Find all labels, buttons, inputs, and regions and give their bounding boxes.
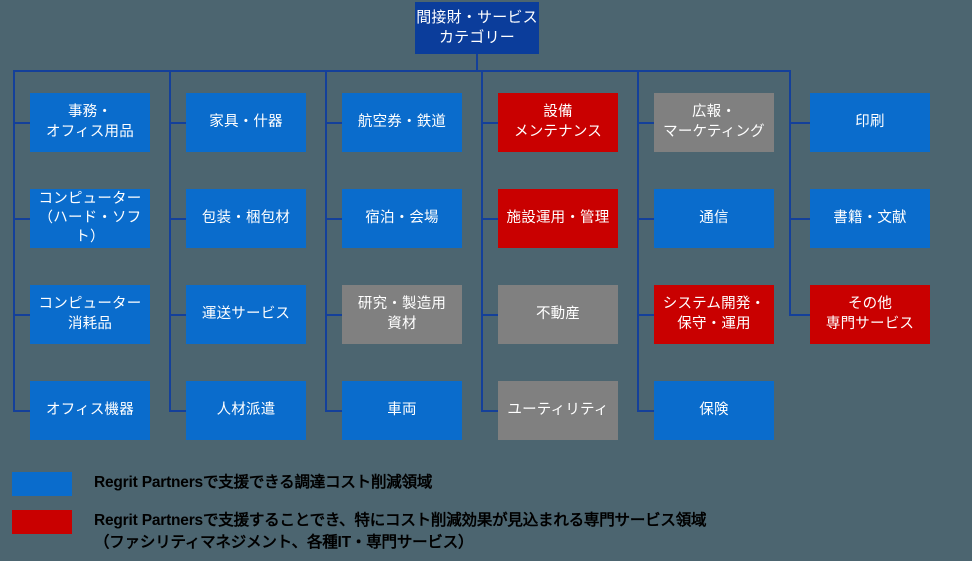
connector-stub-c4-r2 [481,217,498,220]
connector-stub-c6-r3 [789,313,810,316]
category-node-c2-r4: 人材派遣 [186,381,306,440]
category-node-c1-r1: 事務・ オフィス用品 [30,93,150,152]
connector-stub-c5-r3 [637,313,654,316]
legend-swatch-blue [12,472,72,496]
connector-column-5 [637,70,639,411]
category-node-c6-r2: 書籍・文献 [810,189,930,248]
category-node-c5-r2: 通信 [654,189,774,248]
connector-stub-c6-r1 [789,121,810,124]
connector-stub-c3-r1 [325,121,342,124]
category-node-c2-r1: 家具・什器 [186,93,306,152]
connector-stub-c2-r2 [169,217,186,220]
connector-stub-c4-r4 [481,409,498,412]
legend-label-2: Regrit Partnersで支援することでき、特にコスト削減効果が見込まれる… [94,512,707,551]
legend-label-1: Regrit Partnersで支援できる調達コスト削減領域 [94,474,433,491]
connector-stub-c3-r4 [325,409,342,412]
category-node-c5-r1: 広報・ マーケティング [654,93,774,152]
root-node: 間接財・サービス カテゴリー [415,2,539,54]
category-node-c6-r1: 印刷 [810,93,930,152]
connector-stub-c5-r2 [637,217,654,220]
connector-column-6 [789,70,791,315]
category-node-c1-r4: オフィス機器 [30,381,150,440]
connector-root-stem [476,54,478,72]
connector-bus [13,70,791,72]
category-node-c4-r2: 施設運用・管理 [498,189,618,248]
connector-stub-c5-r4 [637,409,654,412]
category-node-c1-r3: コンピューター 消耗品 [30,285,150,344]
connector-column-2 [169,70,171,411]
connector-column-4 [481,70,483,411]
category-node-c4-r3: 不動産 [498,285,618,344]
category-node-c4-r1: 設備 メンテナンス [498,93,618,152]
category-node-c3-r2: 宿泊・会場 [342,189,462,248]
connector-column-1 [13,70,15,411]
connector-stub-c1-r3 [13,313,30,316]
legend-item-2: Regrit Partnersで支援することでき、特にコスト削減効果が見込まれる… [12,510,707,554]
connector-stub-c1-r1 [13,121,30,124]
legend-item-1: Regrit Partnersで支援できる調達コスト削減領域 [12,472,432,496]
category-node-c3-r4: 車両 [342,381,462,440]
connector-stub-c4-r1 [481,121,498,124]
connector-stub-c5-r1 [637,121,654,124]
connector-stub-c1-r2 [13,217,30,220]
category-node-c1-r2: コンピューター （ハード・ソフト） [30,189,150,248]
category-node-c3-r1: 航空券・鉄道 [342,93,462,152]
connector-stub-c2-r3 [169,313,186,316]
category-node-c3-r3: 研究・製造用 資材 [342,285,462,344]
connector-stub-c1-r4 [13,409,30,412]
connector-stub-c2-r4 [169,409,186,412]
category-node-c6-r3: その他 専門サービス [810,285,930,344]
connector-column-3 [325,70,327,411]
category-node-c5-r4: 保険 [654,381,774,440]
category-node-c4-r4: ユーティリティ [498,381,618,440]
connector-stub-c3-r3 [325,313,342,316]
connector-stub-c3-r2 [325,217,342,220]
connector-stub-c4-r3 [481,313,498,316]
category-node-c5-r3: システム開発・ 保守・運用 [654,285,774,344]
category-node-c2-r3: 運送サービス [186,285,306,344]
legend-swatch-red [12,510,72,534]
category-node-c2-r2: 包装・梱包材 [186,189,306,248]
legend: Regrit Partnersで支援できる調達コスト削減領域 Regrit Par… [0,462,972,561]
connector-stub-c2-r1 [169,121,186,124]
connector-stub-c6-r2 [789,217,810,220]
